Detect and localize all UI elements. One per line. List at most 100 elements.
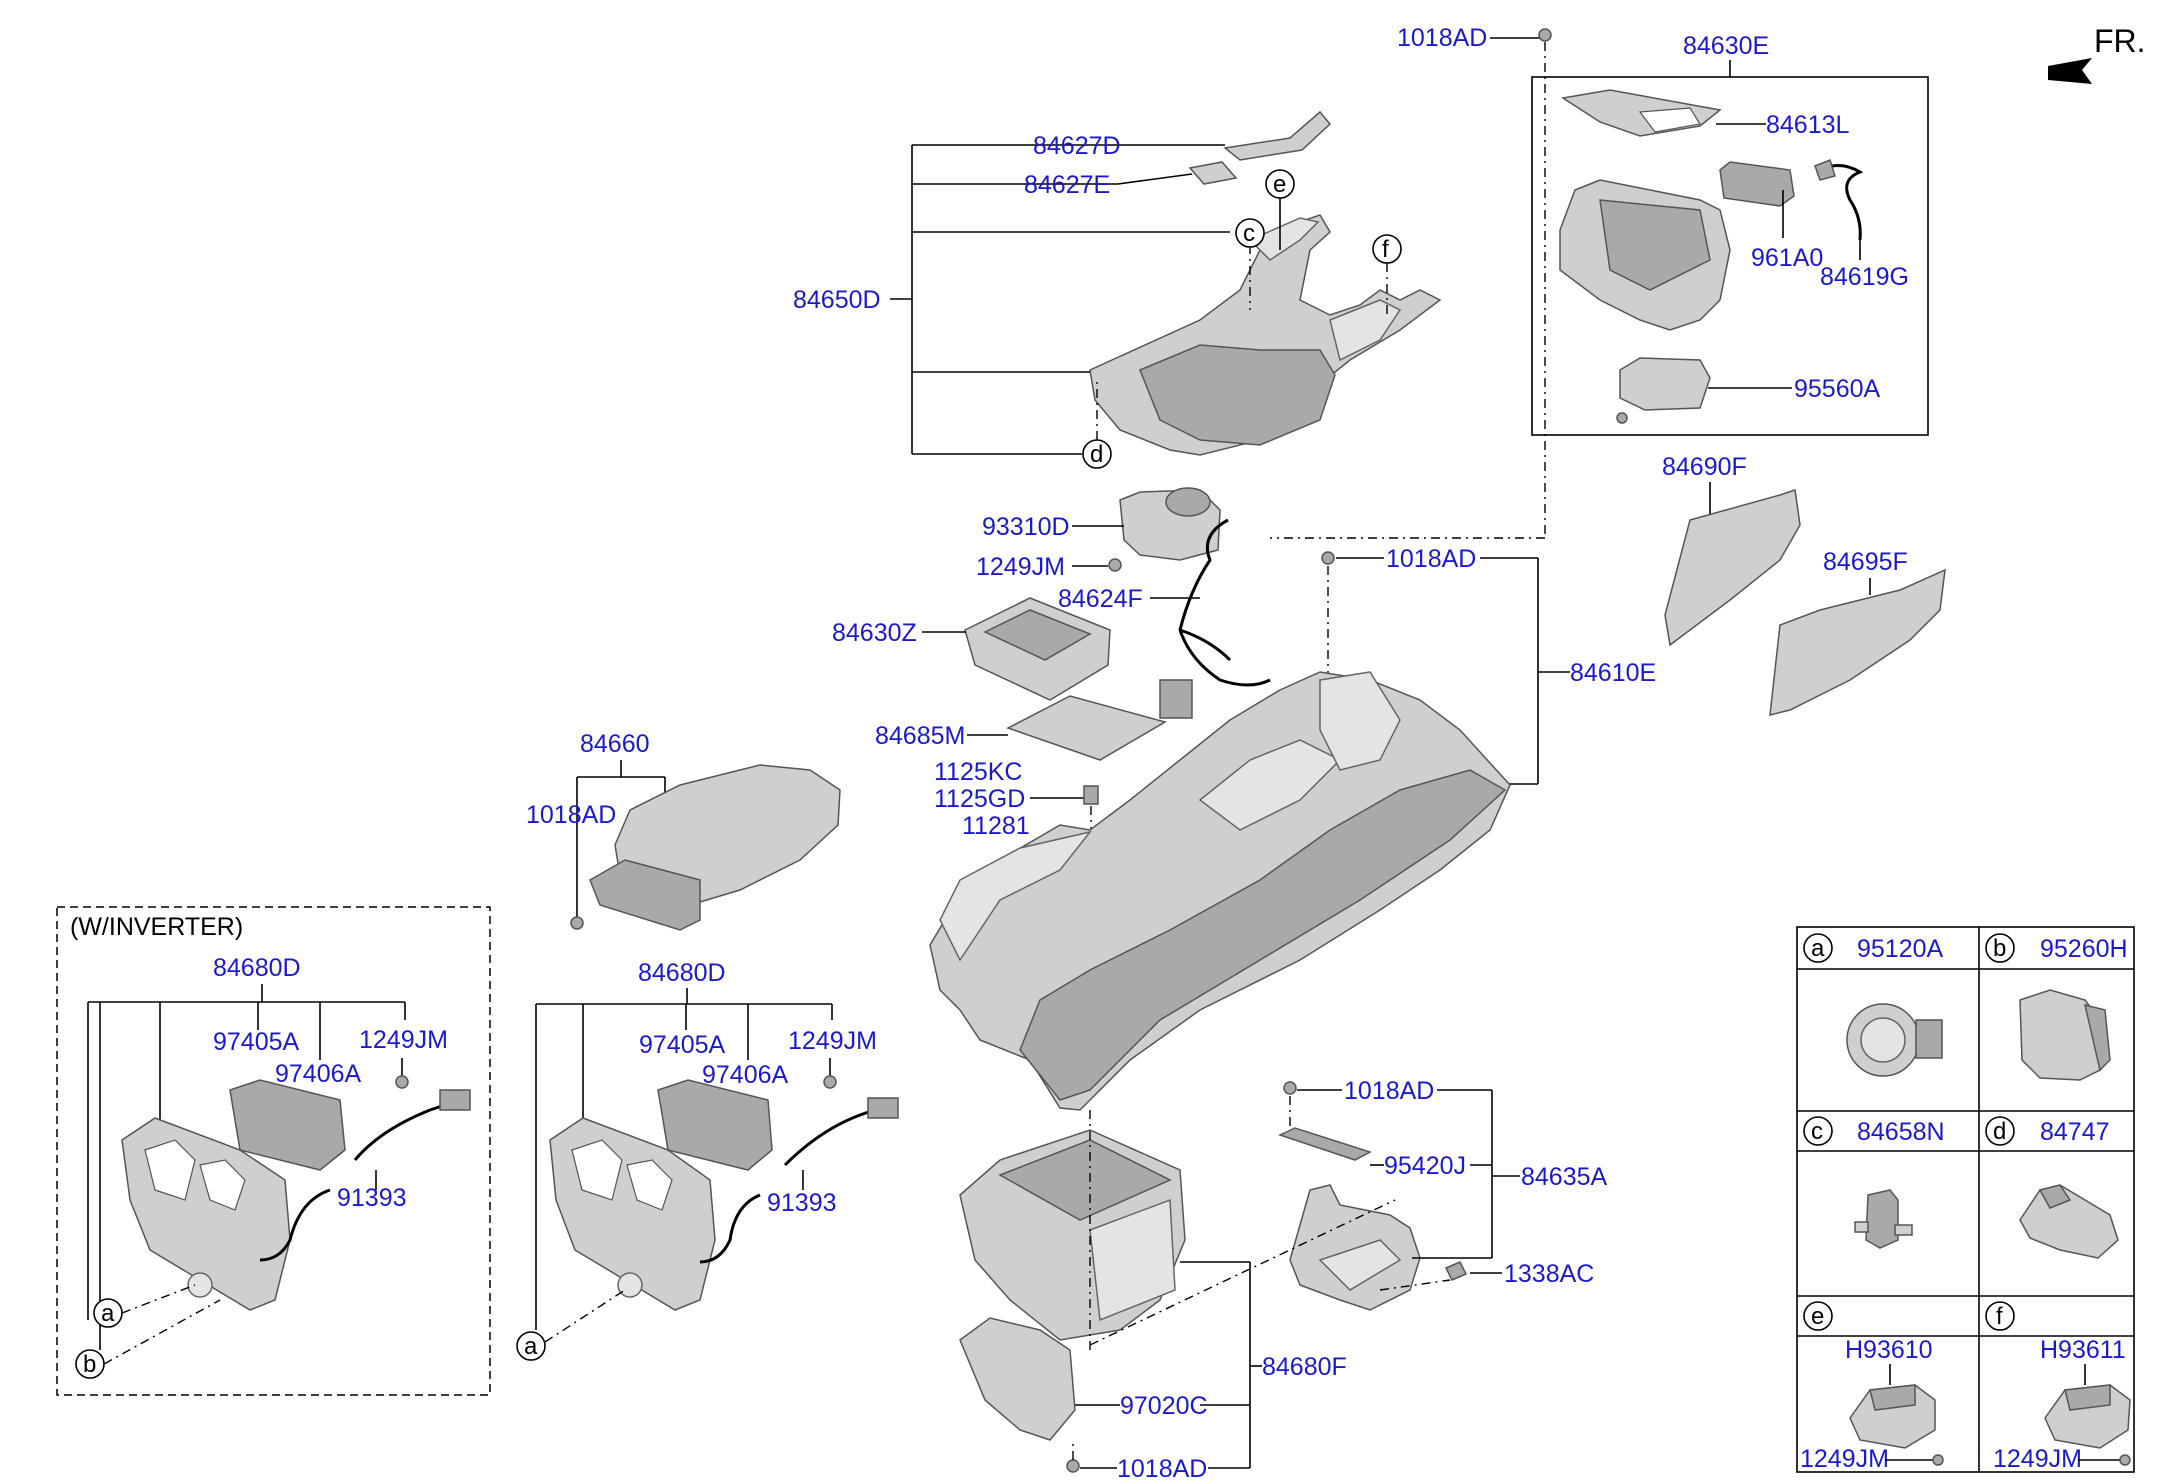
ref-d-letter: d bbox=[1090, 441, 1103, 468]
label-1018ad-bracket: 1018AD bbox=[1344, 1077, 1434, 1105]
vents-inverter-shape bbox=[229, 1079, 346, 1171]
legend-f-screw: 1249JM bbox=[1993, 1445, 2082, 1473]
ref-c-letter: c bbox=[1243, 220, 1255, 247]
garnish-84690f-shape bbox=[1664, 489, 1801, 647]
mat-84685m-shape bbox=[1006, 695, 1167, 761]
upper-panel-group: 84627D 84627E 84650D c d e f bbox=[793, 110, 1442, 469]
upper-panel-rail-shape bbox=[1329, 299, 1402, 362]
label-84650d: 84650D bbox=[793, 286, 881, 314]
label-84613l: 84613L bbox=[1766, 111, 1850, 139]
ref-a-rear-letter: a bbox=[524, 1333, 538, 1360]
label-1249jm-inverter: 1249JM bbox=[359, 1026, 448, 1054]
console-body-end-shape bbox=[939, 830, 1092, 962]
label-91393-inverter: 91393 bbox=[337, 1184, 407, 1212]
harness-connector-icon bbox=[1159, 679, 1193, 719]
shifter-knob-icon bbox=[1165, 487, 1211, 517]
legend-d-part: 84747 bbox=[2040, 1118, 2110, 1146]
legend-a-marker bbox=[1803, 933, 1833, 963]
legend-a-letter: a bbox=[1811, 935, 1825, 962]
shifter-screw-icon bbox=[1108, 558, 1122, 572]
armrest-bolt-icon bbox=[570, 916, 584, 930]
ref-a-inverter-letter: a bbox=[101, 1300, 115, 1327]
label-84695f: 84695F bbox=[1823, 548, 1908, 576]
inverter-screw-icon bbox=[395, 1075, 409, 1089]
legend-cell-f: f H93611 1249JM bbox=[1985, 1301, 2131, 1473]
ref-a-rear-marker bbox=[516, 1331, 546, 1361]
console-upper-frame bbox=[1531, 76, 1929, 436]
armrest-group: 84660 1018AD bbox=[526, 730, 841, 931]
label-84680f: 84680F bbox=[1262, 1353, 1347, 1381]
legend-f-screw-icon bbox=[2119, 1454, 2131, 1466]
upper-panel-tab-shape bbox=[1248, 217, 1320, 261]
label-97020c: 97020C bbox=[1120, 1392, 1208, 1420]
pad-84627e-shape bbox=[1188, 161, 1238, 185]
legend-e-part: H93610 bbox=[1845, 1336, 1933, 1364]
label-93310d: 93310D bbox=[982, 513, 1070, 541]
console-body-group: 1018AD 84610E bbox=[929, 545, 1656, 1111]
ref-e-letter: e bbox=[1273, 171, 1286, 198]
console-bolt-icon bbox=[1321, 551, 1335, 565]
legend-b-letter: b bbox=[1993, 935, 2006, 962]
ref-f-letter: f bbox=[1382, 236, 1389, 263]
label-97405a: 97405A bbox=[639, 1031, 726, 1059]
legend-d-marker bbox=[1985, 1116, 2015, 1146]
legend-b-switch-icon bbox=[2019, 989, 2101, 1081]
legend-frame bbox=[1796, 926, 2135, 1473]
label-95560a: 95560A bbox=[1794, 375, 1881, 403]
label-84660: 84660 bbox=[580, 730, 650, 758]
legend-a-part: 95120A bbox=[1857, 935, 1944, 963]
legend-e-letter: e bbox=[1811, 1303, 1824, 1330]
label-84680d-inverter: 84680D bbox=[213, 954, 301, 982]
inverter-variant-group: (W/INVERTER) 84680D 97405A 97406A 1249JM… bbox=[56, 906, 491, 1396]
label-97406a-inverter: 97406A bbox=[275, 1060, 362, 1088]
clip-icon bbox=[1083, 785, 1099, 805]
bracket-95420j-shape bbox=[1277, 1127, 1372, 1161]
bracket-bolt-icon bbox=[1283, 1081, 1297, 1095]
legend-b-marker bbox=[1985, 933, 2015, 963]
side-garnish-group: 84690F 84695F bbox=[1662, 453, 1946, 716]
ref-d-marker bbox=[1082, 439, 1112, 469]
rear-panel-group: 84680D 97405A 97406A 1249JM 91393 a bbox=[516, 959, 899, 1361]
inverter-variant-frame bbox=[56, 906, 491, 1396]
ref-c-marker bbox=[1235, 218, 1265, 248]
label-84685m: 84685M bbox=[875, 722, 965, 750]
center-components-group: 93310D 1249JM 84624F 84630Z 84685M 1125K… bbox=[832, 487, 1271, 940]
top-bolt-icon bbox=[1538, 28, 1552, 42]
label-winverter: (W/INVERTER) bbox=[70, 913, 243, 941]
console-body-side-shape bbox=[1019, 769, 1507, 1101]
label-1249jm-rear: 1249JM bbox=[788, 1027, 877, 1055]
legend-f-part: H93611 bbox=[2040, 1336, 2126, 1364]
label-84635a: 84635A bbox=[1521, 1163, 1608, 1191]
label-1338ac: 1338AC bbox=[1504, 1260, 1594, 1288]
armrest-hinge-shape bbox=[589, 859, 701, 931]
lower-bracket-group: 84680F 97020C 1018AD bbox=[959, 1110, 1347, 1483]
legend-table: a 95120A b 95260H c 84658N d 84747 bbox=[1796, 926, 2135, 1473]
nut-1338ac-icon bbox=[1444, 1261, 1468, 1281]
module-screw-icon bbox=[1616, 412, 1628, 424]
vents-rear-shape bbox=[657, 1079, 773, 1171]
label-11281: 11281 bbox=[962, 812, 1030, 840]
inverter-socket-icon bbox=[187, 1272, 213, 1298]
label-84630z: 84630Z bbox=[832, 619, 917, 647]
legend-cell-e: e H93610 1249JM bbox=[1800, 1301, 1944, 1473]
bracket-84635a-shape bbox=[1289, 1184, 1421, 1311]
legend-f-marker bbox=[1985, 1301, 2015, 1331]
legend-e-marker bbox=[1803, 1301, 1833, 1331]
legend-c-part: 84658N bbox=[1857, 1118, 1945, 1146]
cupholder-well-shape bbox=[1139, 344, 1336, 446]
label-961a0: 961A0 bbox=[1751, 244, 1823, 272]
label-1018ad-lower: 1018AD bbox=[1117, 1455, 1207, 1483]
inverter-connector-icon bbox=[439, 1089, 471, 1111]
label-1125gd: 1125GD bbox=[934, 785, 1025, 813]
label-84619g: 84619G bbox=[1820, 263, 1909, 291]
label-1249jm-shifter: 1249JM bbox=[976, 553, 1065, 581]
ref-b-inverter-marker bbox=[75, 1349, 105, 1379]
label-1125kc: 1125KC bbox=[934, 758, 1023, 786]
harness-91393-shape bbox=[699, 1193, 761, 1264]
label-1018ad-console: 1018AD bbox=[1386, 545, 1476, 573]
lower-bolt-icon bbox=[1066, 1459, 1080, 1473]
label-97405a-inverter: 97405A bbox=[213, 1028, 300, 1056]
legend-c-letter: c bbox=[1811, 1118, 1823, 1145]
front-label: FR. bbox=[2094, 23, 2146, 59]
